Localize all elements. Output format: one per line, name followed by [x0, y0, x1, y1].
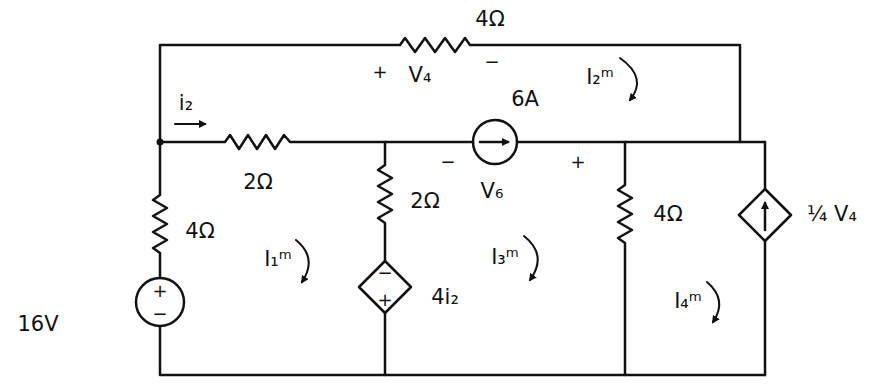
- wire: [618, 142, 632, 375]
- circuit-label: 4Ω: [475, 8, 504, 31]
- circuit-label: −: [440, 152, 455, 172]
- circuit-label: 16V: [17, 313, 58, 336]
- mesh-arrow: [524, 236, 538, 280]
- mesh-arrow: [620, 58, 637, 100]
- circuit-label: I₂ᵐ: [586, 66, 614, 89]
- current-source-arrow: [480, 141, 508, 144]
- circuit-label: V₄: [409, 64, 432, 87]
- wire: [378, 142, 392, 261]
- voltage-source-symbol: [136, 278, 184, 326]
- circuit-label: 4i₂: [431, 286, 459, 309]
- wire: [384, 313, 387, 375]
- dependent-source-diamond: [359, 261, 411, 313]
- circuit-label: I₁ᵐ: [264, 248, 292, 271]
- circuit-label: 4Ω: [653, 203, 682, 226]
- circuit-label: 6A: [511, 88, 539, 111]
- wire: [764, 142, 767, 189]
- circuit-label: +: [372, 62, 387, 82]
- wire: [160, 135, 473, 149]
- circuit-label: V₆: [481, 180, 504, 203]
- circuit-label: 2Ω: [410, 190, 439, 213]
- junction-dot: [157, 139, 164, 146]
- dependent-source-arrow: [764, 203, 767, 230]
- wire: [517, 141, 765, 144]
- circuit-label: +: [152, 281, 167, 301]
- circuit-label: −: [377, 263, 392, 283]
- current-source-symbol: [473, 120, 517, 164]
- wire: [153, 142, 167, 278]
- circuit-label: 4Ω: [185, 220, 214, 243]
- wire: [160, 326, 765, 375]
- mesh-arrow: [296, 240, 309, 282]
- current-arrow: [175, 123, 205, 125]
- wire: [160, 38, 740, 142]
- circuit-label: i₂: [179, 92, 193, 115]
- circuit-label: ¼ V₄: [807, 203, 857, 226]
- dependent-source-diamond: [739, 189, 791, 241]
- circuit-label: +: [570, 152, 585, 172]
- circuit-label: −: [484, 52, 499, 72]
- circuit-label: I₄ᵐ: [674, 290, 702, 313]
- wire: [764, 241, 767, 375]
- circuit-label: −: [152, 304, 167, 324]
- circuit-label: +: [377, 290, 392, 310]
- circuit-label: 2Ω: [243, 171, 272, 194]
- mesh-arrow: [707, 282, 719, 322]
- circuit-label: I₃ᵐ: [491, 246, 519, 269]
